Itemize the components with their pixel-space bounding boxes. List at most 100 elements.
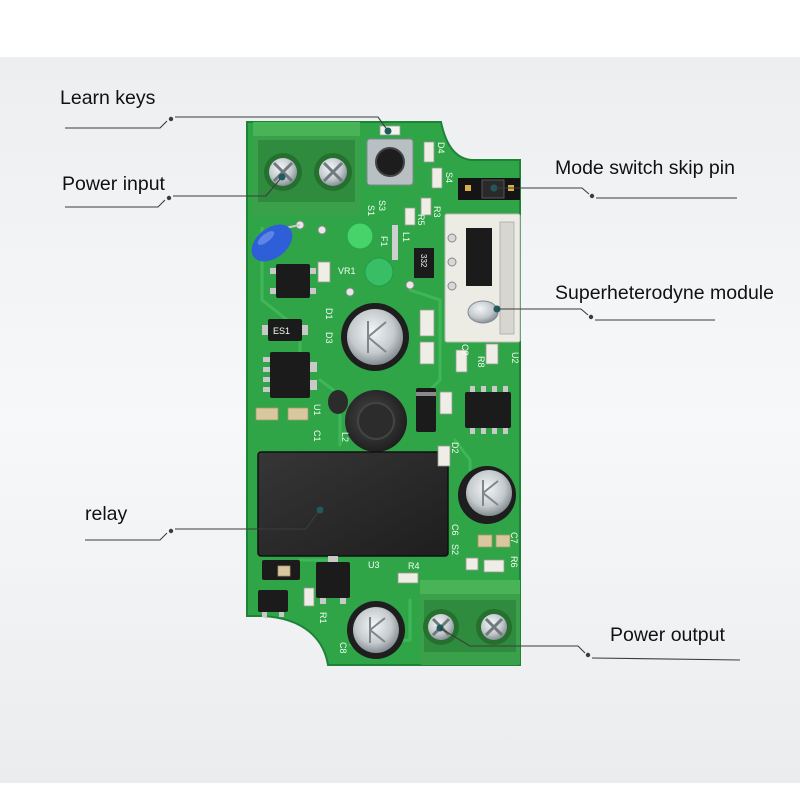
relay [257,451,449,557]
silk-label: U2 [510,352,520,364]
silk-label: R5 [416,214,426,226]
silk-label: C1 [312,430,322,442]
terminal-block-output [420,580,520,665]
silk-label: R3 [432,206,442,218]
chip-lead [492,428,497,434]
silk-label: ES1 [273,326,290,336]
silk-label: D1 [324,308,334,320]
u3-chip [316,556,350,604]
capacitor-vent [369,617,386,643]
callout-line [65,199,166,208]
callout-line [439,627,586,654]
silk-label: S2 [450,544,460,555]
terminal-block-ridge [420,580,520,594]
callout-target-dot [384,127,392,135]
screw-slot [272,161,294,183]
smd-resistor [397,572,419,584]
callout-power-input: Power input [62,173,286,208]
callout-mode-switch-skip-pin: Mode switch skip pin [490,157,737,199]
fuse-lead [392,225,398,260]
chip-lead [328,556,338,562]
chip-lead [310,288,316,294]
callout-power-output: Power output [436,624,741,661]
capacitor-highlight [257,231,275,245]
chip-lead [263,367,270,372]
smd-resistor [423,141,435,163]
jumper-pin [465,185,471,191]
small-component [328,390,348,414]
callout-line [494,187,590,195]
chip-body [276,264,310,298]
superheterodyne-module [444,213,521,343]
silk-label: C7 [509,532,519,544]
silk-label: R8 [476,356,486,368]
capacitor-vent [367,321,387,353]
callout-label-power-output: Power output [610,624,725,646]
diode-band [416,392,436,396]
callout-line [175,116,389,132]
callout-superheterodyne-module: Superheterodyne module [493,282,774,321]
chip-body [465,392,511,428]
silk-label: D2 [450,442,460,454]
button-cap [375,147,405,177]
callout-relay: relay [85,503,324,541]
module-pins [499,221,515,335]
callout-line [497,308,589,316]
chip-lead [310,362,317,372]
callout-line [591,657,741,661]
silk-label: C6 [450,524,460,536]
smd-resistor [419,341,435,365]
electrolytic-capacitor [341,303,409,371]
mode-switch-jumper [458,178,520,200]
silk-label: L2 [340,432,350,442]
smd-resistor [439,391,453,415]
electrolytic-capacitor [347,601,405,659]
smd-resistor [404,207,416,226]
smd-resistor [431,167,443,189]
transistor [258,590,288,612]
chip-lead [470,428,475,434]
silk-label: D4 [436,142,446,154]
learn-key-button [366,125,414,186]
callout-label-superheterodyne: Superheterodyne module [555,282,774,304]
module-pin [447,233,457,243]
silk-label: R4 [408,561,420,571]
chip-lead [263,357,270,362]
smd-resistor [483,559,505,573]
smd-capacitor [477,534,493,548]
chip-lead [492,386,497,392]
chip-lead [470,386,475,392]
capacitor-vent [482,480,499,506]
via [345,287,355,297]
varistor [364,257,394,287]
smd-resistor [437,445,451,467]
smd-resistor-332 [414,248,434,278]
callout-marker [585,652,591,658]
callout-line [175,511,319,530]
callout-line [65,120,168,129]
silk-label: R1 [318,612,328,624]
smd-capacitor [287,407,309,421]
callout-label-learn-keys: Learn keys [60,87,156,109]
silk-label: VR1 [338,266,356,276]
chip-lead [263,387,270,392]
callout-target-dot [278,173,286,181]
chip-body [270,352,310,398]
screw-slot [484,617,504,637]
silk-label: 332 [419,254,428,268]
module-pin [447,257,457,267]
smd-resistor [455,349,468,373]
es1-diode [262,319,308,341]
silk-label: S1 [366,205,376,216]
inductor [345,390,407,452]
chip-lead [503,386,508,392]
callout-label-mode-switch: Mode switch skip pin [555,157,735,179]
chip-lead [481,428,486,434]
callout-marker [588,314,594,320]
callout-marker [166,195,172,201]
chip-lead [270,288,276,294]
silk-label: D3 [324,332,334,344]
relay-body [258,452,448,556]
chip-lead [270,268,276,274]
silk-label: L1 [401,232,411,242]
